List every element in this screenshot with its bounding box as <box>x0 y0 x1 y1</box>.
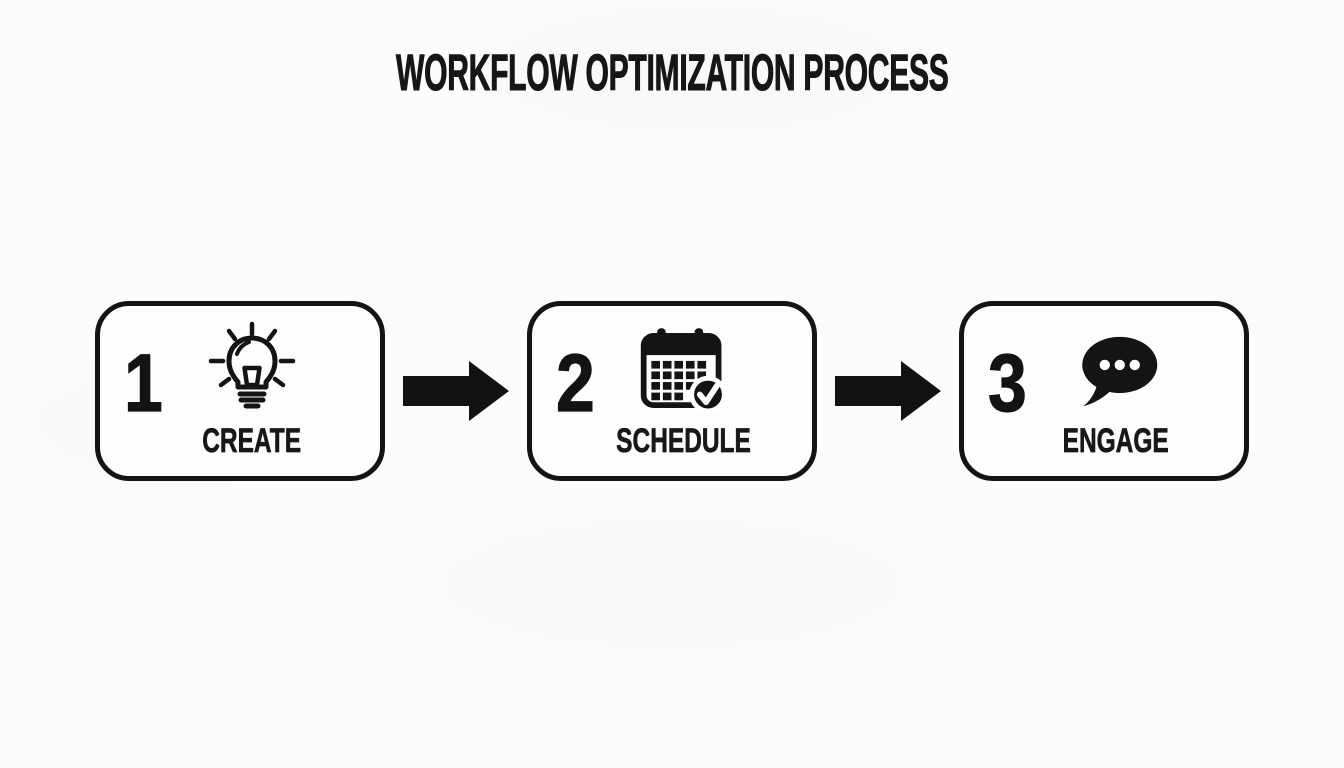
step-number: 1 <box>123 338 163 429</box>
step-card-engage: 3 ENGAGE <box>959 301 1249 481</box>
step-label: ENGAGE <box>1062 422 1170 460</box>
page-title: WORKFLOW OPTIMIZATION PROCESS <box>0 44 1344 111</box>
calendar-check-icon <box>636 319 732 423</box>
arrow-right-icon <box>835 361 941 421</box>
step-card-create: 1 <box>95 301 385 481</box>
workflow-process-row: 1 <box>0 301 1344 481</box>
step-number: 3 <box>987 338 1027 429</box>
step-label: CREATE <box>202 422 302 460</box>
connector <box>385 301 527 481</box>
page-title-text: WORKFLOW OPTIMIZATION PROCESS <box>395 44 949 101</box>
lightbulb-icon <box>202 319 302 423</box>
step-label: SCHEDULE <box>616 422 752 460</box>
step-card-schedule: 2 <box>527 301 817 481</box>
arrow-right-icon <box>403 361 509 421</box>
step-content: SCHEDULE <box>532 306 812 476</box>
step-content: ENGAGE <box>964 306 1244 476</box>
step-content: CREATE <box>100 306 380 476</box>
connector <box>817 301 959 481</box>
speech-bubble-icon <box>1069 319 1163 423</box>
step-number: 2 <box>555 338 595 429</box>
